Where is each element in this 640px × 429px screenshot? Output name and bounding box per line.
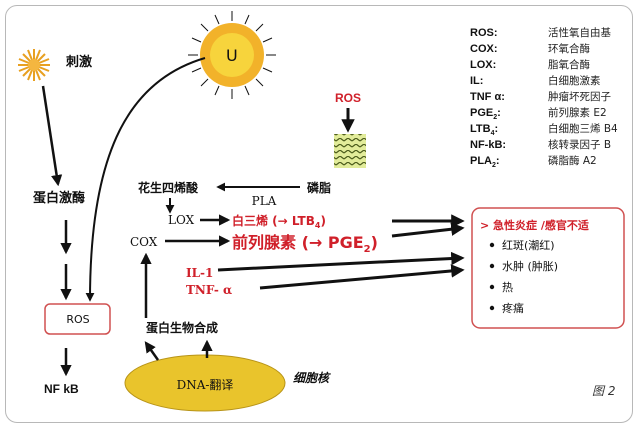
nucleus-label: 细胞核 — [293, 371, 331, 385]
result-box — [471, 207, 625, 329]
protein-kinase-label: 蛋白激酶 — [33, 190, 85, 206]
il1-label: IL-1 — [186, 266, 213, 280]
legend-key-tnf: TNF α: — [470, 91, 505, 103]
legend-value-lox: 脂氧合酶 — [548, 58, 590, 71]
sun-icon — [188, 11, 276, 99]
ros-box — [44, 303, 111, 335]
legend-key-pge2: PGE2: — [470, 107, 501, 121]
pla-label: PLA — [252, 194, 277, 208]
legend-key-lox: LOX: — [470, 59, 496, 71]
ros-red-label: ROS — [335, 91, 361, 105]
figure-label: 图 2 — [592, 384, 615, 398]
legend-value-nfkb: 核转录因子 B — [548, 138, 611, 151]
legend-value-tnf: 肿瘤坏死因子 — [548, 90, 611, 103]
legend: ROS: 活性氧自由基 COX: 环氧合酶 LOX: 脂氧合酶 IL: 白细胞激… — [470, 26, 618, 169]
result-item-pain: 疼痛 — [502, 301, 524, 315]
legend-value-pge2: 前列腺素 E2 — [548, 106, 607, 119]
arrow-tnfa-to-result — [259, 264, 465, 290]
arrow-il1-to-result — [217, 251, 465, 272]
result-bullet — [489, 284, 495, 290]
stimulus-burst-icon — [18, 49, 50, 81]
legend-value-pla2: 磷脂酶 A2 — [548, 154, 597, 167]
legend-key-ros: ROS: — [470, 27, 498, 39]
result-bullet — [489, 305, 495, 311]
nfkb-label: NF kB — [44, 382, 79, 396]
result-list: 红斑(潮红) 水肿 (肿胀) 热 疼痛 — [489, 238, 558, 315]
cell-nucleus — [124, 354, 286, 412]
prostaglandin-label: 前列腺素 (→ PGE2) — [232, 233, 378, 255]
stimulus-label: 刺激 — [66, 54, 93, 70]
cox-label: COX — [130, 235, 158, 249]
result-bullet — [489, 242, 495, 248]
cell-membrane-icon — [334, 134, 366, 168]
legend-key-pla2: PLA2: — [470, 155, 500, 169]
sun-label: U — [226, 46, 238, 65]
legend-value-ros: 活性氧自由基 — [548, 26, 611, 39]
leukotriene-label: 白三烯 (→ LTB4) — [232, 213, 326, 230]
legend-value-cox: 环氧合酶 — [548, 42, 590, 55]
result-item-swelling: 水肿 (肿胀) — [502, 259, 558, 273]
result-item-redness: 红斑(潮红) — [502, 238, 555, 252]
result-bullet — [489, 263, 495, 269]
arachidonic-acid-label: 花生四烯酸 — [138, 180, 199, 195]
arrow-prostaglandin-to-result — [391, 222, 465, 238]
legend-key-ltb4: LTB4: — [470, 123, 498, 137]
result-item-heat: 热 — [502, 281, 513, 294]
dna-label: DNA-翻译 — [177, 378, 234, 392]
phospholipid-label: 磷脂 — [307, 180, 331, 195]
lox-label: LOX — [168, 213, 195, 227]
legend-value-ltb4: 白细胞三烯 B4 — [548, 122, 618, 135]
legend-value-il: 白细胞激素 — [548, 74, 601, 87]
tnfa-label: TNF- α — [186, 283, 232, 297]
legend-key-nfkb: NF-kB: — [470, 139, 506, 151]
legend-key-cox: COX: — [470, 43, 498, 55]
protein-synthesis-label: 蛋白生物合成 — [146, 320, 218, 335]
arrow-stimulus-to-kinase — [41, 85, 63, 187]
arrow-sun-to-ros — [85, 57, 206, 302]
result-box-title: > 急性炎症 /感官不适 — [480, 218, 589, 232]
arrow-dna-to-synthesis-left — [144, 341, 160, 361]
ros-box-label: ROS — [66, 313, 89, 326]
legend-key-il: IL: — [470, 75, 483, 87]
